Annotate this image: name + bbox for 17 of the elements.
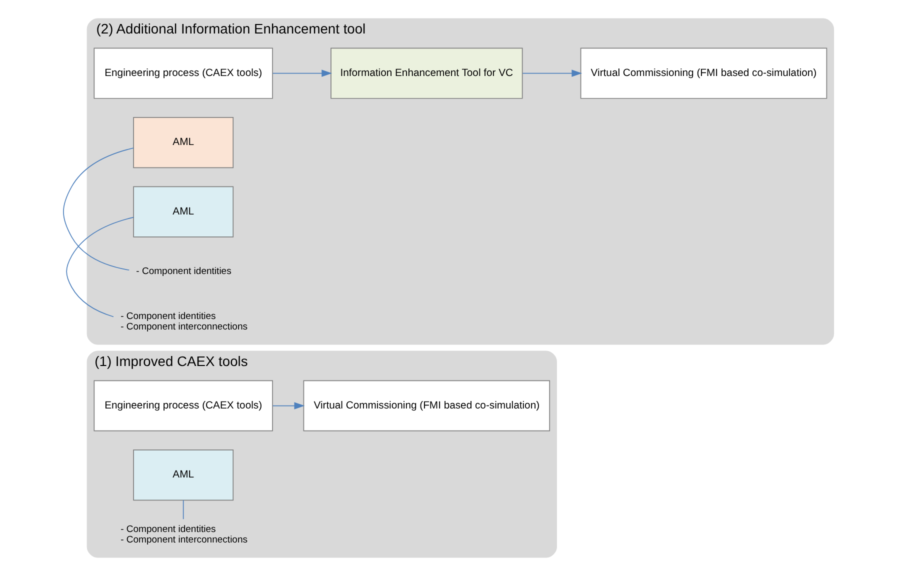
- node-text: - Component identities - Component interconnections: [120, 524, 248, 546]
- node-text: - Component identities - Component interconnections: [120, 311, 248, 332]
- node-box: Engineering process (CAEX tools): [94, 48, 273, 99]
- node-box: AML: [133, 117, 234, 168]
- node-box: Virtual Commissioning (FMI based co-simulation): [580, 48, 828, 99]
- node-box: AML: [133, 186, 234, 238]
- arrow: [522, 70, 582, 77]
- arrow: [272, 70, 332, 77]
- node-box: Engineering process (CAEX tools): [94, 380, 273, 432]
- connector: [182, 500, 184, 520]
- connector: [66, 216, 134, 318]
- arrow: [272, 402, 305, 410]
- connector: [63, 148, 134, 271]
- node-box: Virtual Commissioning (FMI based co-simulation): [303, 380, 550, 432]
- node-text: - Component identities: [136, 266, 232, 277]
- node-box: AML: [133, 449, 234, 501]
- node-box: Information Enhancement Tool for VC: [330, 48, 523, 99]
